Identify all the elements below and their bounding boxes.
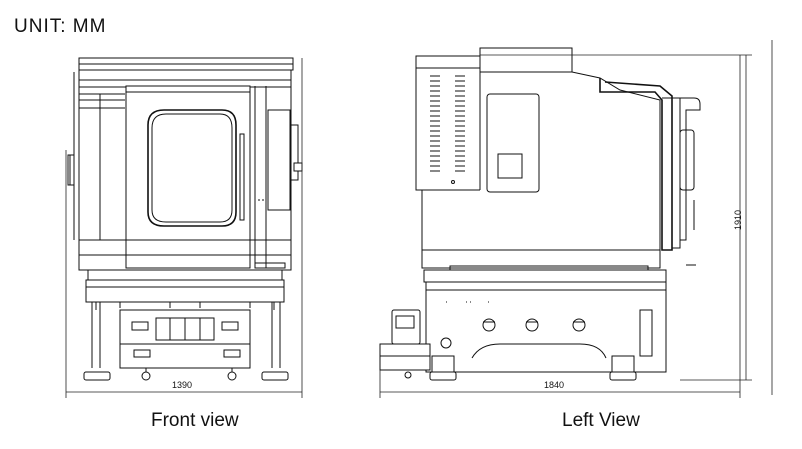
front-foot-left bbox=[83, 371, 111, 381]
left-access-panel bbox=[486, 93, 540, 193]
left-foot-left bbox=[429, 371, 457, 381]
left-base-hole-2 bbox=[525, 318, 539, 332]
left-width-dimension: 1840 bbox=[544, 380, 564, 390]
left-view-caption: Left View bbox=[562, 410, 640, 431]
front-base bbox=[85, 279, 285, 303]
left-main-body bbox=[415, 67, 661, 269]
left-vent-slots bbox=[430, 75, 465, 184]
front-foot-right bbox=[261, 371, 289, 381]
left-door-edge bbox=[599, 78, 673, 251]
left-access-window bbox=[497, 153, 523, 179]
left-foot-right bbox=[609, 371, 637, 381]
left-view-drawing: 1840 1910 bbox=[379, 40, 773, 398]
front-left-vent bbox=[67, 72, 75, 240]
left-base-hole-3 bbox=[572, 318, 586, 332]
front-door-window bbox=[147, 109, 237, 227]
front-view-caption: Front view bbox=[151, 410, 239, 431]
left-base bbox=[425, 281, 667, 373]
front-door-handle bbox=[239, 133, 245, 221]
unit-label: UNIT: MM bbox=[14, 16, 107, 37]
front-width-dimension: 1390 bbox=[172, 380, 192, 390]
left-accessory-base bbox=[379, 343, 431, 371]
front-caster-right bbox=[227, 371, 237, 381]
front-view-drawing: 1390 bbox=[65, 57, 303, 398]
left-base-hole-1 bbox=[482, 318, 496, 332]
left-door-handle bbox=[679, 129, 695, 191]
left-height-dimension: 1910 bbox=[733, 210, 743, 230]
left-top-housing bbox=[479, 47, 573, 73]
front-caster-left bbox=[141, 371, 151, 381]
